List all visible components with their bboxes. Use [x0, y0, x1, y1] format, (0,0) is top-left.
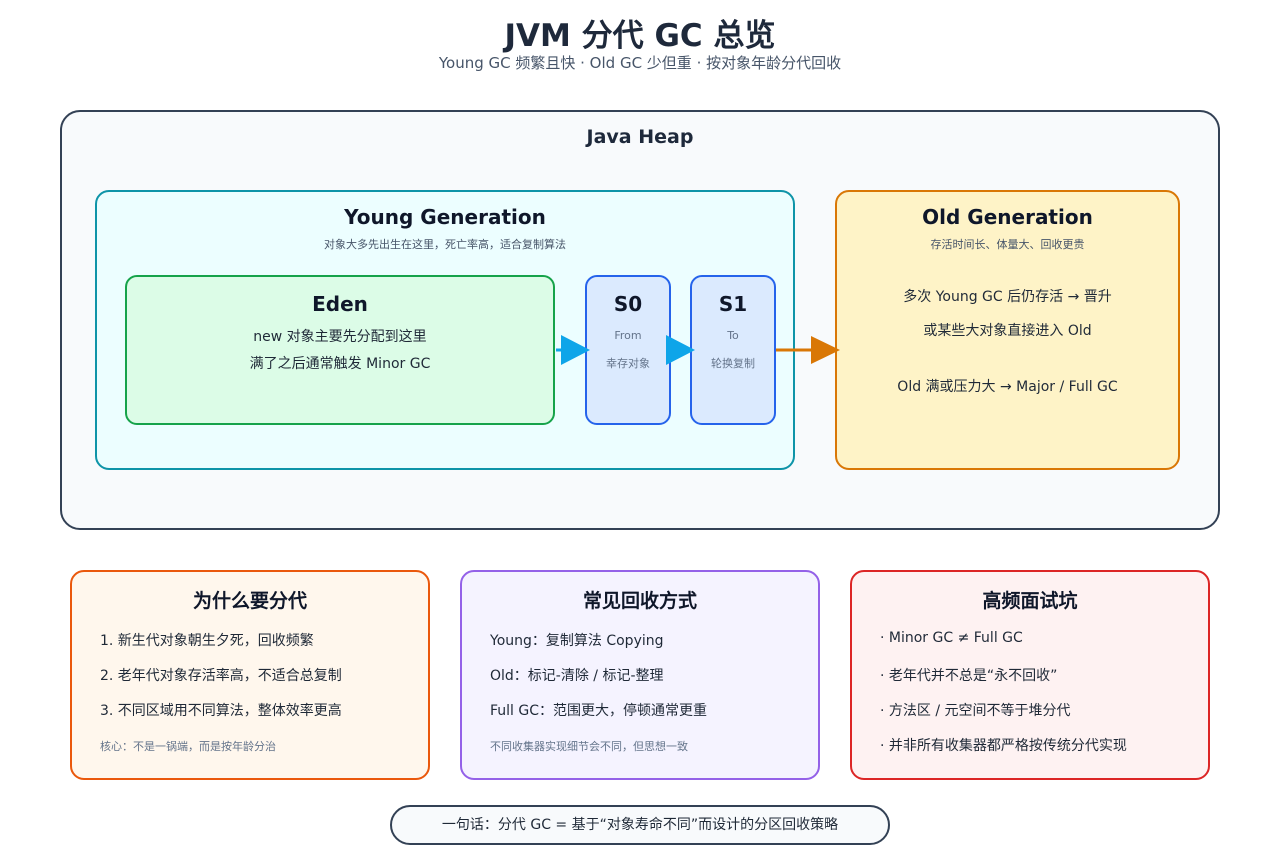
old-generation-line-3: Old 满或压力大 → Major / Full GC — [897, 379, 1118, 395]
gc-methods-title: 常见回收方式 — [582, 590, 697, 612]
page-subtitle: Young GC 频繁且快 · Old GC 少但重 · 按对象年龄分代回收 — [438, 54, 842, 72]
pitfall-item-2: · 老年代并不总是“永不回收” — [880, 668, 1058, 684]
pitfall-item-1: · Minor GC ≠ Full GC — [880, 630, 1023, 646]
survivor-s0-sub1: From — [614, 329, 642, 342]
gc-methods-card — [460, 570, 820, 780]
survivor-s1-title: S1 — [718, 292, 748, 316]
eden-line-1: new 对象主要先分配到这里 — [253, 329, 427, 345]
eden-box — [125, 275, 555, 425]
eden-title: Eden — [312, 292, 368, 316]
why-generational-title: 为什么要分代 — [192, 590, 307, 612]
interview-pitfalls-card — [850, 570, 1210, 780]
young-generation-note: 对象大多先出生在这里，死亡率高，适合复制算法 — [324, 238, 566, 251]
methods-item-3: Full GC：范围更大，停顿通常更重 — [490, 703, 708, 719]
survivor-s0-sub2: 幸存对象 — [606, 357, 650, 370]
pitfall-item-4: · 并非所有收集器都严格按传统分代实现 — [880, 738, 1127, 754]
old-generation-line-2: 或某些大对象直接进入 Old — [923, 323, 1092, 339]
survivor-s1-sub2: 轮换复制 — [711, 357, 755, 370]
old-generation-line-1: 多次 Young GC 后仍存活 → 晋升 — [903, 289, 1112, 305]
young-generation-title: Young Generation — [344, 205, 546, 229]
why-item-2: 2. 老年代对象存活率高，不适合总复制 — [100, 668, 342, 684]
eden-line-2: 满了之后通常触发 Minor GC — [249, 356, 431, 372]
page-title: JVM 分代 GC 总览 — [504, 18, 776, 54]
why-item-1: 1. 新生代对象朝生夕死，回收频繁 — [100, 633, 314, 649]
survivor-s1-sub1: To — [727, 329, 739, 342]
old-generation-box — [835, 190, 1180, 470]
methods-note: 不同收集器实现细节会不同，但思想一致 — [490, 740, 688, 753]
methods-item-1: Young：复制算法 Copying — [490, 633, 664, 649]
methods-item-2: Old：标记-清除 / 标记-整理 — [490, 668, 664, 684]
java-heap-label: Java Heap — [586, 126, 694, 148]
why-generational-card — [70, 570, 430, 780]
pitfall-item-3: · 方法区 / 元空间不等于堆分代 — [880, 703, 1071, 719]
old-generation-note: 存活时间长、体量大、回收更贵 — [930, 238, 1085, 251]
survivor-s0-title: S0 — [613, 292, 643, 316]
why-note: 核心：不是一锅端，而是按年龄分治 — [100, 740, 276, 753]
interview-pitfalls-title: 高频面试坑 — [982, 590, 1078, 612]
summary-pill: 一句话：分代 GC = 基于“对象寿命不同”而设计的分区回收策略 — [390, 805, 890, 845]
why-item-3: 3. 不同区域用不同算法，整体效率更高 — [100, 703, 342, 719]
old-generation-title: Old Generation — [922, 205, 1093, 229]
